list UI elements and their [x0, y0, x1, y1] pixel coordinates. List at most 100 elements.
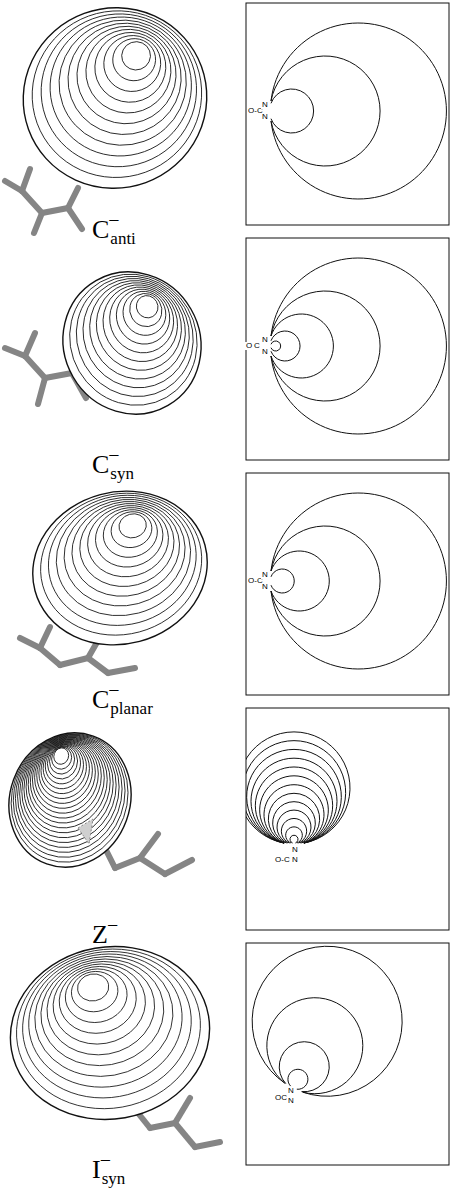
surface-contour	[0, 718, 142, 873]
orbital-surface	[37, 247, 227, 440]
bond-stick	[25, 356, 45, 378]
bond-stick	[40, 648, 60, 665]
density-contour	[264, 785, 324, 843]
surface-contour	[5, 723, 131, 857]
surface-contour	[2, 721, 135, 862]
bond-stick	[45, 373, 72, 378]
surface-contour	[107, 507, 156, 552]
contour-plot	[246, 732, 350, 843]
bond-stick	[165, 860, 192, 874]
surface-contour	[52, 746, 71, 767]
bond-stick	[175, 1123, 195, 1147]
surface-contour	[72, 263, 204, 397]
surface-contour	[47, 957, 152, 1052]
bond-stick	[115, 858, 140, 868]
state-label: C	[92, 217, 109, 243]
surface-contour	[61, 964, 131, 1027]
density-contour	[271, 56, 380, 166]
atom-label: N	[261, 101, 269, 109]
bond-stick	[68, 188, 78, 208]
bond-stick	[68, 208, 82, 229]
surface-contour	[96, 28, 169, 100]
contour-plot	[252, 946, 402, 1096]
atom-label: OC	[274, 1094, 288, 1102]
bond-stick	[108, 668, 135, 673]
state-label: I	[92, 1157, 101, 1183]
surface-contour	[40, 740, 86, 789]
density-contour	[271, 89, 314, 133]
atom-label: N	[261, 571, 269, 579]
surface-contour	[46, 251, 221, 429]
surface-contour	[43, 482, 204, 630]
density-contour	[290, 835, 298, 843]
orbital-surface	[0, 0, 232, 214]
density-contour	[271, 526, 380, 636]
density-contour	[268, 793, 319, 843]
density-contour	[271, 331, 300, 361]
surface-contour	[31, 736, 97, 806]
bond-stick	[38, 378, 45, 404]
surface-contour	[43, 741, 82, 783]
surface-contour	[89, 500, 170, 574]
surface-contour	[20, 0, 219, 189]
atom-label: N	[261, 113, 269, 121]
density-contour	[246, 732, 350, 843]
density-contour	[286, 827, 303, 843]
orbital-panel	[0, 931, 449, 1165]
orbital-surface	[0, 716, 150, 885]
atom-label: N	[261, 583, 269, 591]
surface-contour	[37, 247, 227, 440]
bond-stick	[140, 858, 165, 874]
surface-contour	[89, 271, 191, 375]
surface-contour	[8, 724, 127, 850]
charge-mark: −	[107, 915, 118, 935]
surface-contour	[11, 938, 203, 1111]
contour-plot	[271, 23, 446, 199]
surface-contour	[54, 960, 142, 1039]
plot-frame	[246, 708, 449, 930]
surface-contour	[34, 479, 211, 642]
surface-contour	[98, 275, 186, 364]
surface-contour	[63, 259, 209, 407]
plot-frame	[246, 943, 449, 1165]
surface-contour	[46, 743, 79, 778]
atom-label: C	[253, 342, 261, 350]
surface-contour	[54, 255, 215, 418]
surface-contour	[30, 0, 211, 176]
atom-label: N	[291, 846, 299, 854]
bond-stick	[25, 333, 35, 356]
surface-contour	[18, 942, 193, 1099]
surface-contour	[52, 7, 197, 150]
surface-contour	[80, 497, 177, 586]
bond-stick	[22, 169, 30, 191]
surface-contour	[9, 0, 225, 201]
charge-mark: −	[108, 210, 119, 230]
bond-stick	[195, 1142, 220, 1147]
bond-stick	[175, 1098, 190, 1123]
surface-contour	[34, 737, 93, 800]
bond-stick	[140, 834, 158, 858]
density-contour	[279, 1042, 329, 1092]
density-contour	[271, 341, 281, 351]
surface-contour	[0, 720, 138, 868]
orbital-surface	[0, 931, 223, 1135]
density-contour	[271, 551, 329, 611]
surface-contour	[132, 292, 162, 322]
density-contour	[271, 258, 446, 434]
density-contour	[267, 998, 363, 1094]
surface-contour	[98, 504, 163, 564]
atom-label: O	[245, 342, 253, 350]
bond-stick	[150, 1123, 175, 1128]
density-contour	[271, 569, 294, 593]
bond-stick	[34, 213, 42, 233]
surface-contour	[68, 968, 121, 1016]
atom-label: N	[261, 336, 269, 344]
density-contour	[271, 314, 333, 378]
density-contour	[251, 758, 337, 843]
surface-contour	[0, 717, 146, 879]
surface-contour	[11, 726, 124, 845]
surface-contour	[106, 279, 179, 354]
surface-contour	[40, 953, 162, 1063]
surface-contour	[0, 931, 223, 1135]
surface-contour	[61, 490, 190, 609]
